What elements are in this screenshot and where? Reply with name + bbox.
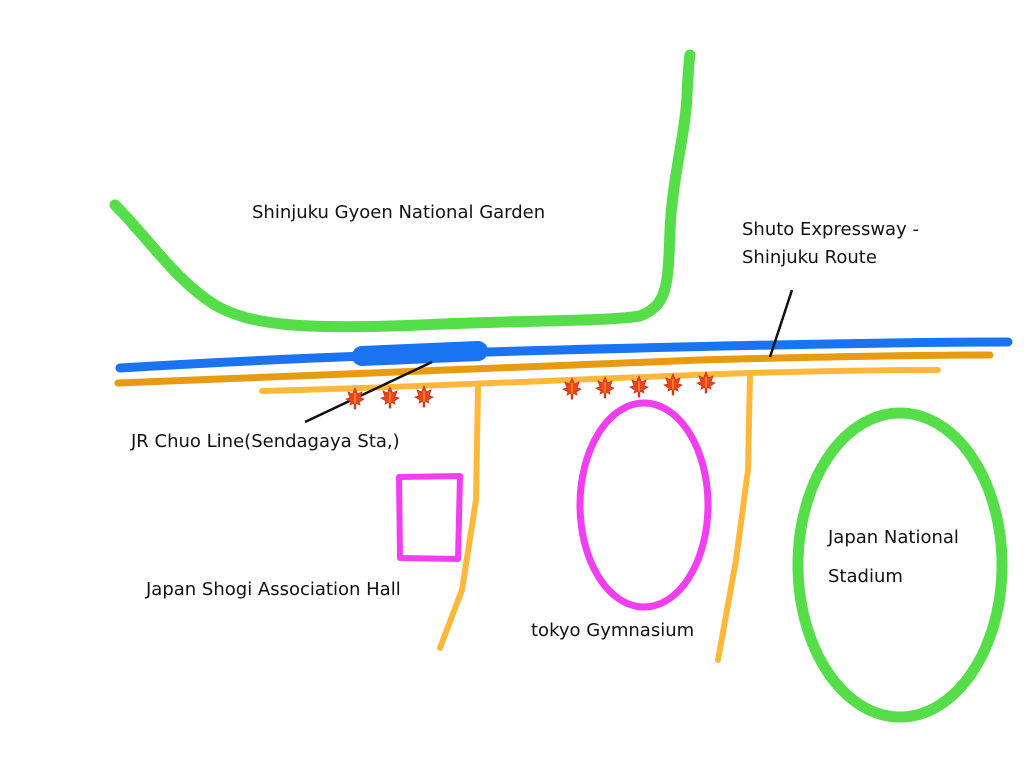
japan-national-stadium [792, 407, 1008, 723]
gymnasium-label: tokyo Gymnasium [531, 620, 695, 641]
garden-label: Shinjuku Gyoen National Garden [252, 202, 546, 223]
maple-leaf-icon [414, 385, 434, 408]
jr-leader-line [304, 360, 433, 424]
road-east [715, 371, 753, 663]
shogi-hall-building [396, 473, 463, 562]
sendagaya-station [352, 341, 488, 366]
stadium-label-line1: Japan National [828, 527, 959, 548]
tokyo-gymnasium [576, 399, 712, 611]
expressway-label-line2: Shinjuku Route [742, 247, 877, 268]
expressway-leader-line [768, 289, 794, 358]
shogi-hall-label: Japan Shogi Association Hall [146, 579, 401, 600]
garden-boundary [109, 49, 696, 333]
stadium-label-line2: Stadium [828, 566, 903, 587]
jr-chuo-line [115, 337, 1013, 373]
shuto-expressway [114, 351, 994, 387]
expressway-label-line1: Shuto Expressway - [742, 219, 919, 240]
road-west [437, 385, 481, 651]
jr-line-label: JR Chuo Line(Sendagaya Sta,) [131, 431, 400, 452]
